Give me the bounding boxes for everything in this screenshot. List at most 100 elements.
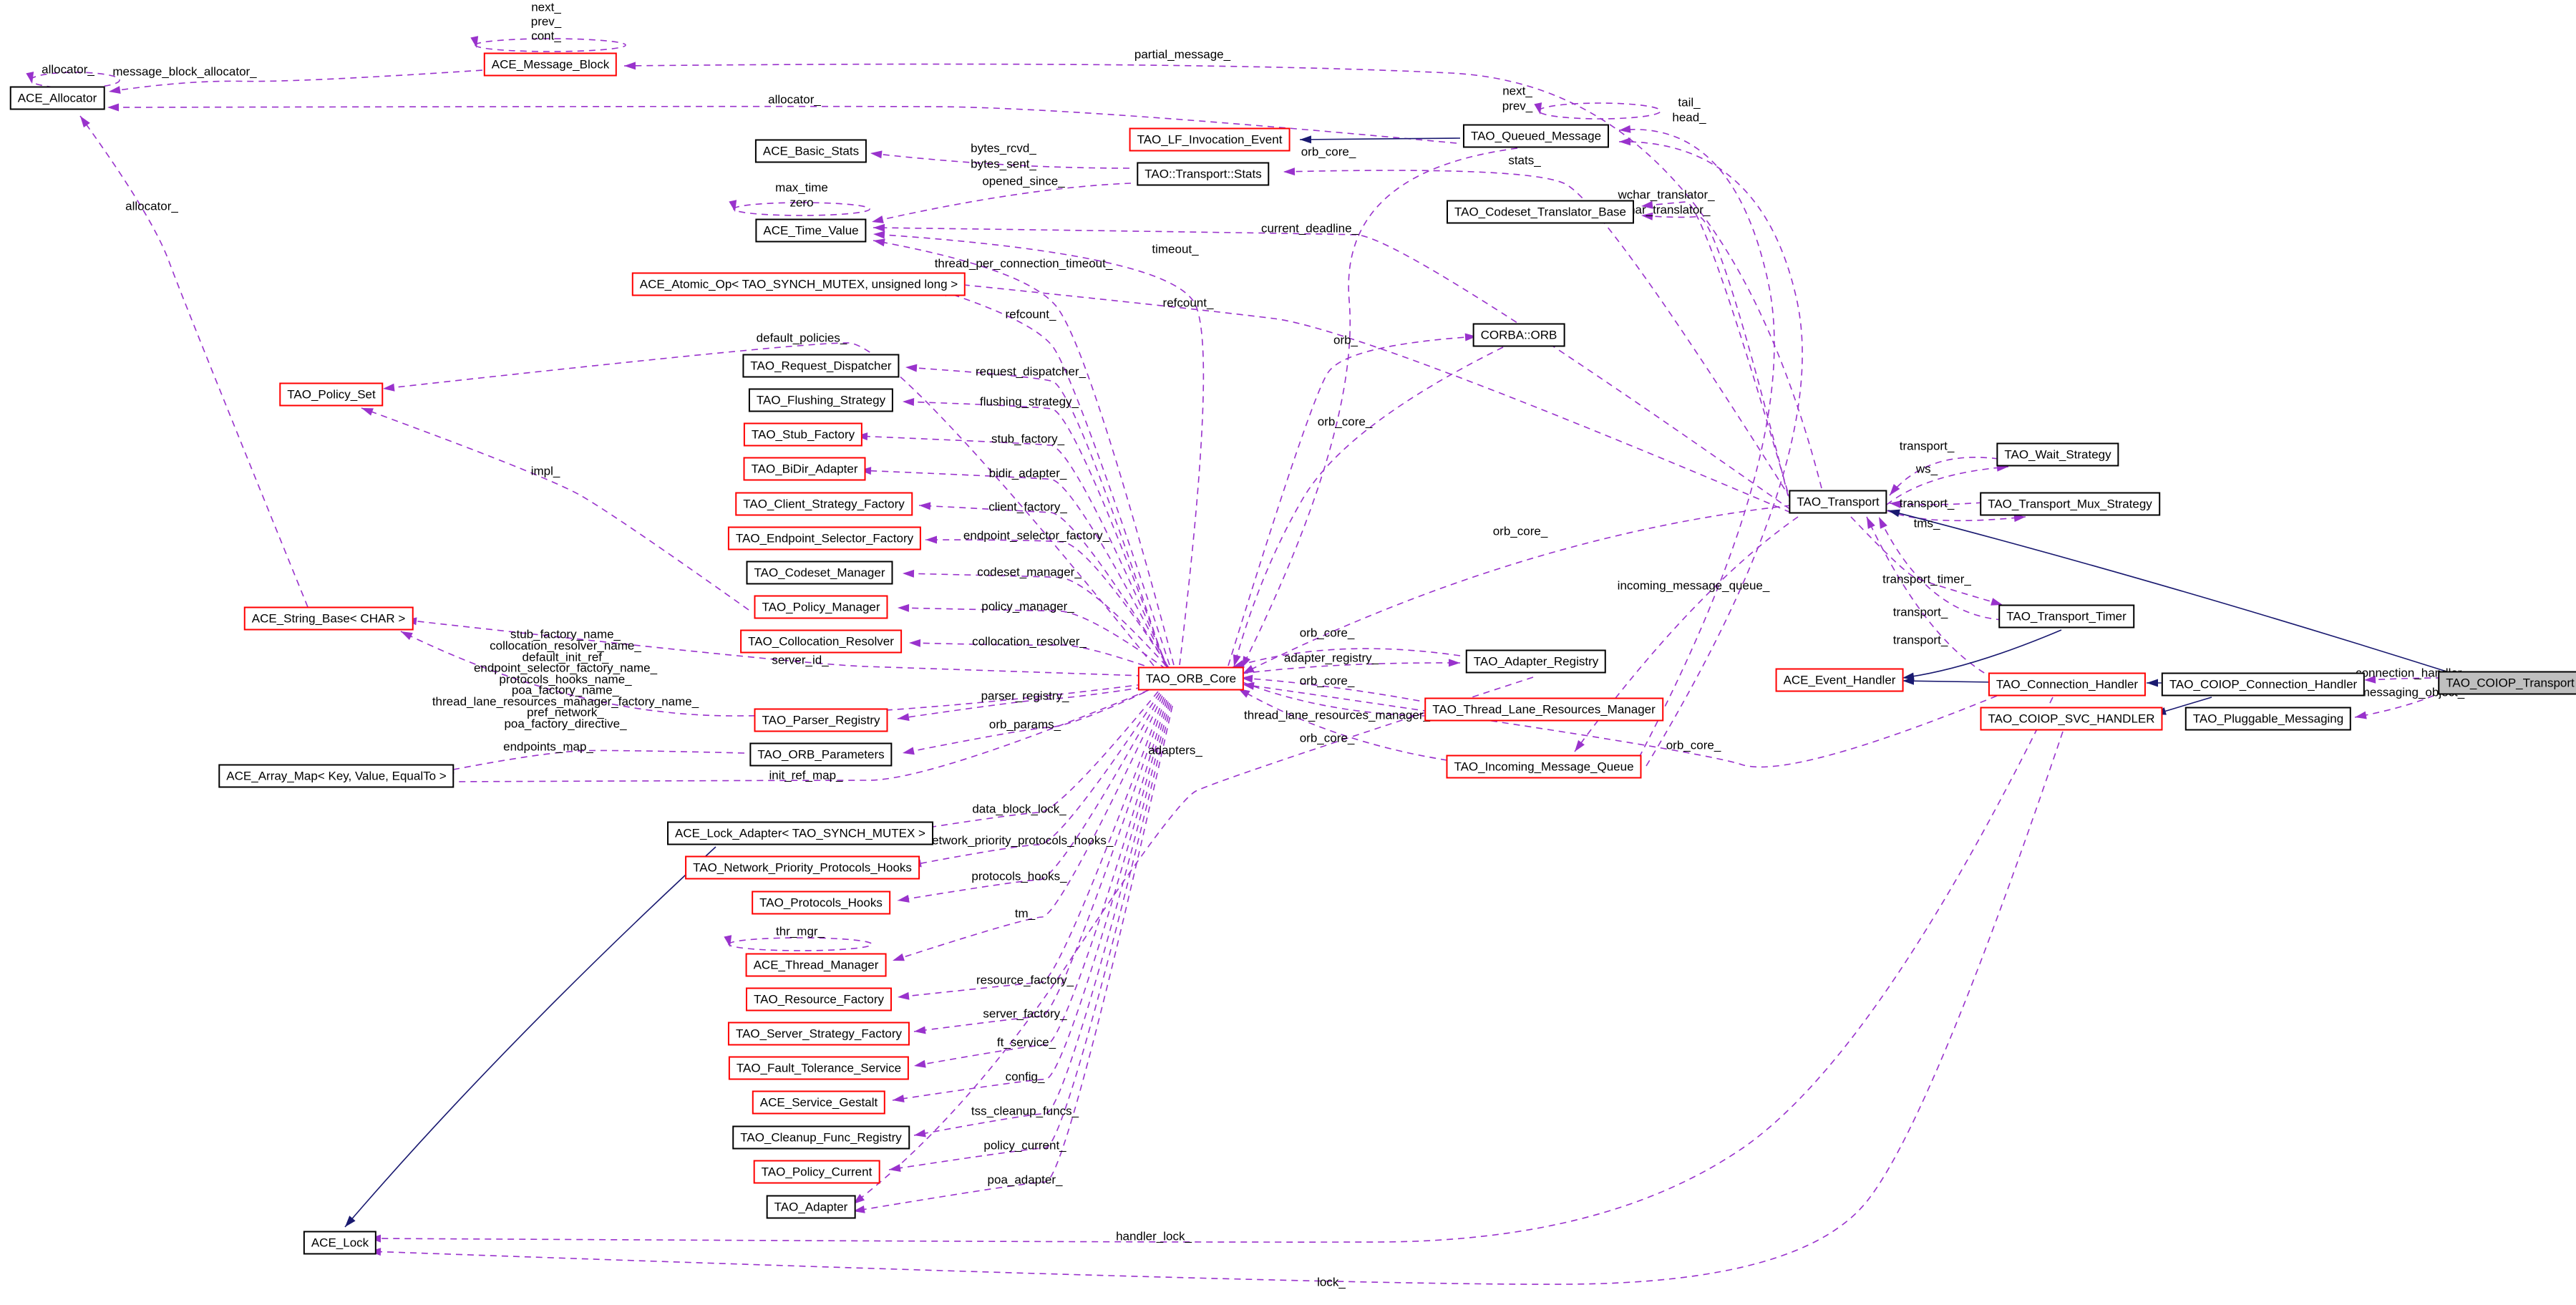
edge-label: transport_	[1899, 496, 1955, 510]
node-ace-thread-manager[interactable]: ACE_Thread_Manager	[745, 953, 887, 977]
node-tao-cleanup-func-registry[interactable]: TAO_Cleanup_Func_Registry	[732, 1125, 910, 1150]
usage-edge	[888, 704, 1172, 1170]
node-ace-string-base[interactable]: ACE_String_Base< CHAR >	[243, 606, 414, 631]
node-tao-coiop-transport: TAO_COIOP_Transport	[2438, 671, 2576, 695]
node-tao-orb-parameters[interactable]: TAO_ORB_Parameters	[749, 742, 893, 767]
usage-edge	[908, 642, 1177, 678]
node-tao-transport-stats[interactable]: TAO::Transport::Stats	[1137, 162, 1270, 186]
node-tao-codeset-translator-base[interactable]: TAO_Codeset_Translator_Base	[1446, 200, 1635, 224]
node-tao-fault-tolerance-service[interactable]: TAO_Fault_Tolerance_Service	[728, 1056, 910, 1080]
usage-edge	[623, 63, 1822, 489]
node-tao-wait-strategy[interactable]: TAO_Wait_Strategy	[1996, 442, 2119, 467]
node-tao-codeset-manager[interactable]: TAO_Codeset_Manager	[746, 561, 893, 585]
arrowhead	[1464, 333, 1477, 341]
node-tao-transport-timer[interactable]: TAO_Transport_Timer	[1998, 604, 2134, 629]
node-tao-adapter[interactable]: TAO_Adapter	[766, 1195, 856, 1219]
usage-edge	[870, 152, 1130, 169]
node-tao-incoming-message-queue[interactable]: TAO_Incoming_Message_Queue	[1446, 755, 1642, 779]
node-ace-array-map[interactable]: ACE_Array_Map< Key, Value, EqualTo >	[218, 764, 455, 788]
arrowhead	[724, 935, 732, 948]
edge-label: default_init_ref_	[522, 650, 609, 664]
node-tao-protocols-hooks[interactable]: TAO_Protocols_Hooks	[752, 891, 890, 915]
node-tao-coiop-svc-handler[interactable]: TAO_COIOP_SVC_HANDLER	[1980, 707, 2163, 731]
node-tao-coiop-connection-handler[interactable]: TAO_COIOP_Connection_Handler	[2161, 672, 2366, 697]
usage-edge	[361, 407, 749, 611]
arrowhead	[1902, 672, 1915, 681]
usage-edge	[442, 689, 1150, 782]
usage-edge	[1641, 201, 1792, 503]
edge-label: tail_	[1678, 95, 1701, 110]
node-ace-event-handler[interactable]: ACE_Event_Handler	[1775, 668, 1904, 692]
node-tao-flushing-strategy[interactable]: TAO_Flushing_Strategy	[748, 388, 894, 412]
edge-label: stub_factory_name_	[510, 627, 621, 641]
usage-edge	[382, 342, 1155, 666]
arrowhead	[853, 1205, 865, 1213]
node-ace-lock-adapter[interactable]: ACE_Lock_Adapter< TAO_SYNCH_MUTEX >	[667, 821, 933, 845]
usage-edge	[1238, 688, 1448, 761]
node-tao-orb-core[interactable]: TAO_ORB_Core	[1137, 666, 1245, 691]
arrowhead	[873, 231, 885, 239]
node-ace-allocator[interactable]: ACE_Allocator	[9, 86, 105, 110]
usage-edge	[897, 685, 1155, 719]
usage-edge	[1886, 510, 2026, 522]
usage-edge	[1878, 516, 2003, 621]
arrowhead	[1890, 500, 1902, 509]
usage-edge	[1241, 147, 1518, 669]
edge-label: current_deadline_	[1260, 221, 1359, 236]
node-tao-policy-manager[interactable]: TAO_Policy_Manager	[754, 595, 888, 619]
node-tao-thread-lane-resources-manager[interactable]: TAO_Thread_Lane_Resources_Manager	[1424, 697, 1663, 722]
usage-edge	[873, 233, 1205, 666]
arrowhead	[898, 991, 910, 1000]
arrowhead	[1238, 689, 1250, 698]
usage-edge	[871, 183, 1132, 223]
edge-label: codeset_manager_	[977, 565, 1082, 579]
node-tao-server-strategy-factory[interactable]: TAO_Server_Strategy_Factory	[727, 1022, 910, 1046]
node-ace-basic-stats[interactable]: ACE_Basic_Stats	[754, 139, 867, 163]
edge-label: policy_current_	[983, 1138, 1066, 1153]
node-tao-parser-registry[interactable]: TAO_Parser_Registry	[754, 708, 888, 732]
node-ace-lock[interactable]: ACE_Lock	[303, 1231, 377, 1255]
arrowhead	[1879, 517, 1887, 529]
node-ace-atomic-op[interactable]: ACE_Atomic_Op< TAO_SYNCH_MUTEX, unsigned…	[631, 272, 966, 296]
node-tao-connection-handler[interactable]: TAO_Connection_Handler	[1988, 672, 2147, 697]
node-tao-transport[interactable]: TAO_Transport	[1789, 490, 1887, 514]
arrowhead	[1300, 135, 1312, 144]
usage-edge	[902, 573, 1175, 675]
edge-label: stub_factory_	[991, 432, 1065, 446]
usage-edge	[369, 697, 2053, 1243]
node-ace-message-block[interactable]: ACE_Message_Block	[483, 52, 618, 77]
node-tao-request-dispatcher[interactable]: TAO_Request_Dispatcher	[742, 354, 900, 378]
node-tao-network-priority-protocols-hooks[interactable]: TAO_Network_Priority_Protocols_Hooks	[685, 855, 920, 880]
arrowhead	[925, 535, 937, 544]
usage-edge	[1242, 505, 1792, 674]
edge-label: flushing_strategy_	[980, 394, 1079, 409]
usage-edge	[902, 401, 1167, 668]
usage-edge	[892, 695, 1163, 961]
node-tao-lf-invocation-event[interactable]: TAO_LF_Invocation_Event	[1129, 127, 1291, 152]
node-tao-resource-factory[interactable]: TAO_Resource_Factory	[745, 987, 893, 1012]
usage-edge	[1240, 677, 1432, 704]
arrowhead	[914, 1059, 926, 1068]
node-tao-policy-set[interactable]: TAO_Policy_Set	[279, 382, 384, 407]
node-tao-client-strategy-factory[interactable]: TAO_Client_Strategy_Factory	[735, 492, 913, 516]
node-tao-collocation-resolver[interactable]: TAO_Collocation_Resolver	[740, 629, 902, 654]
node-tao-pluggable-messaging[interactable]: TAO_Pluggable_Messaging	[2184, 707, 2352, 731]
edge-label: tss_cleanup_funcs_	[971, 1104, 1079, 1118]
node-tao-queued-message[interactable]: TAO_Queued_Message	[1462, 124, 1610, 148]
arrowhead	[470, 36, 479, 49]
arrowhead	[2364, 675, 2376, 684]
node-corba-orb[interactable]: CORBA::ORB	[1472, 323, 1565, 347]
node-tao-adapter-registry[interactable]: TAO_Adapter_Registry	[1465, 649, 1607, 674]
edge-label: prev_	[530, 14, 562, 29]
node-tao-transport-mux-strategy[interactable]: TAO_Transport_Mux_Strategy	[1980, 492, 2160, 516]
edge-label: server_id_	[772, 653, 829, 667]
node-tao-bidir-adapter[interactable]: TAO_BiDir_Adapter	[743, 457, 866, 481]
usage-edge	[1850, 516, 2003, 606]
node-tao-stub-factory[interactable]: TAO_Stub_Factory	[743, 422, 863, 447]
node-tao-endpoint-selector-factory[interactable]: TAO_Endpoint_Selector_Factory	[727, 526, 922, 550]
node-ace-time-value[interactable]: ACE_Time_Value	[755, 218, 867, 243]
node-ace-service-gestalt[interactable]: ACE_Service_Gestalt	[752, 1090, 886, 1115]
node-tao-policy-current[interactable]: TAO_Policy_Current	[753, 1160, 880, 1184]
arrowhead	[1233, 654, 1241, 666]
usage-edge	[1233, 346, 1504, 667]
